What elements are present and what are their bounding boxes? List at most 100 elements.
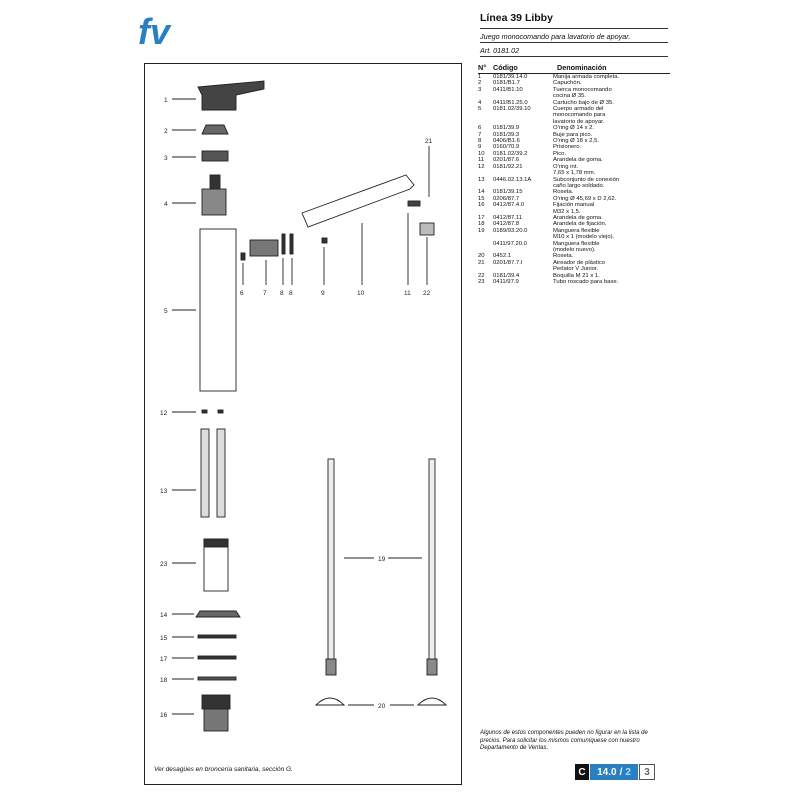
divider [480, 28, 668, 29]
cartridge-part [201, 188, 227, 216]
callout: 19 [378, 556, 386, 563]
cell-name: Arandela de goma. [553, 157, 603, 164]
cell-code: 0181.02/39.2 [493, 150, 528, 157]
callout: 12 [160, 410, 168, 417]
callout: 18 [160, 677, 168, 684]
divider [480, 56, 668, 57]
cell-name: Manguera flexible [553, 227, 600, 234]
cell-num: 23 [478, 279, 485, 285]
cell-name: cocina Ø 35. [553, 93, 587, 100]
cell-num: 11 [478, 157, 485, 164]
cell-name: Arandela de goma. [553, 214, 603, 221]
cell-name: 7,65 x 1,78 mm. [553, 170, 596, 177]
cell-code: 0411/97.20.0 [493, 240, 527, 247]
cell-num: 18 [478, 221, 485, 228]
col-num-header: N° [478, 63, 487, 72]
cell-name: Manguera flexible [553, 240, 600, 247]
table-row: M10 x 1 (modelo viejo). [478, 234, 670, 240]
cell-num: 7 [478, 131, 482, 138]
cell-code: 0206/87.7 [493, 195, 520, 202]
callout: 8 [289, 290, 293, 297]
cell-name: Perlator V Junior. [553, 266, 599, 273]
callout: 16 [160, 712, 168, 719]
cell-name: Prisionero. [553, 144, 582, 151]
callout: 17 [160, 656, 168, 663]
table-row: 17 0412/87.11 Arandela de goma. [478, 215, 670, 221]
table-header: N° Código Denominación [478, 63, 670, 74]
cell-name: Subconjunto de conexión [553, 176, 620, 183]
callout: 4 [164, 201, 168, 208]
cell-code: 0412/87.4.0 [493, 202, 525, 209]
cell-num: 16 [478, 202, 485, 209]
page-number: 2 [625, 766, 631, 778]
cell-num: 17 [478, 214, 485, 221]
cell-num: 19 [478, 227, 485, 234]
cell-name: Buje para pico. [553, 131, 593, 138]
logo-text: fv [138, 14, 172, 50]
callout: 14 [160, 612, 168, 619]
cell-num: 21 [478, 259, 485, 266]
callout: 23 [160, 561, 168, 568]
callout: 9 [321, 290, 325, 297]
cell-code: 0411/97.9 [493, 279, 519, 285]
table-row: 7 0181/39.3 Buje para pico. [478, 132, 670, 138]
total-pages-badge: 3 [639, 764, 655, 780]
callout: 8 [280, 290, 284, 297]
cell-name: Pico. [553, 150, 567, 157]
flexible-hose-part [327, 458, 335, 670]
cell-code: 0201/87.6 [493, 157, 520, 164]
cell-name: Capuchón. [553, 80, 582, 87]
availability-note: Algunos de estos componentes pueden no f… [480, 730, 648, 752]
cell-name: M10 x 1 (modelo viejo). [553, 234, 615, 241]
cell-code: 0181/39.14.0 [493, 74, 528, 80]
callout: 22 [423, 290, 431, 297]
cell-name: Roseta. [553, 189, 574, 196]
table-row: Perlator V Junior. [478, 266, 670, 272]
table-row: cocina Ø 35. [478, 93, 670, 99]
bushing-part [249, 239, 279, 257]
table-row: (modelo nuevo). [478, 247, 670, 253]
cell-name: Cuerpo armado del [553, 106, 604, 113]
fixing-nut-part [203, 708, 229, 732]
cell-name: Boquilla M 21 x 1. [553, 272, 600, 279]
cell-name: Roseta. [553, 253, 574, 260]
callout: 7 [263, 290, 267, 297]
cell-code: 0181/39.3 [493, 131, 520, 138]
cell-name: M32 x 1,5. [553, 208, 581, 215]
cell-name: Arandela de fijación. [553, 221, 607, 228]
callout: 21 [425, 138, 433, 145]
cell-num: 15 [478, 195, 485, 202]
callout: 13 [160, 488, 168, 495]
callout: 3 [164, 155, 168, 162]
cell-code: 0181.02/39.10 [493, 106, 531, 113]
cell-code: 0411/B1.10 [493, 86, 523, 93]
cell-code: 0446.02.13.1A [493, 176, 532, 183]
callout: 15 [160, 635, 168, 642]
body-part [199, 228, 237, 392]
cell-code: 0411/B1.25.0 [493, 99, 528, 106]
cell-name: O'ring int. [553, 163, 579, 170]
cell-code: 0181/39.9 [493, 125, 520, 132]
cell-num: 22 [478, 272, 485, 279]
drawing-footnote: Ver desagües en broncería sanitaria, sec… [154, 766, 293, 773]
fv-logo: fv [138, 14, 172, 50]
cell-name: Tubo roscado para base. [553, 279, 619, 285]
cell-name: (modelo nuevo). [553, 246, 596, 253]
cell-code: 0406/B1.6 [493, 138, 520, 145]
cell-code: 0412/87.11 [493, 214, 523, 221]
callout: 20 [378, 703, 386, 710]
